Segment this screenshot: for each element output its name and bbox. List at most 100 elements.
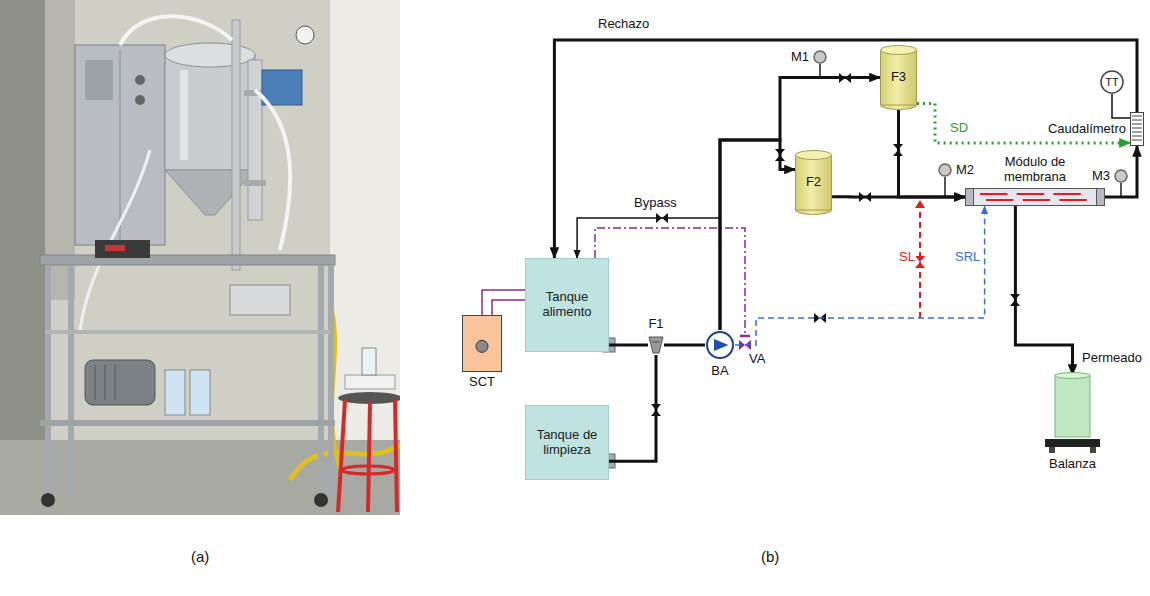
lab-photo: [45, 330, 330, 334]
cleaning-tank: Tanque de limpieza: [525, 405, 609, 480]
node-label: Balanza: [1049, 457, 1096, 472]
pipe-connector: [720, 140, 795, 330]
meter-symbol: [1132, 116, 1142, 117]
gauge-symbol: [1114, 169, 1128, 183]
meter-symbol: [1132, 136, 1142, 137]
lab-photo: [115, 365, 116, 400]
lab-photo: [190, 370, 210, 415]
flow-label: Rechazo: [596, 17, 651, 32]
module-symbol: [1097, 189, 1105, 206]
lab-photo: [165, 370, 185, 415]
gauge-stem: [819, 64, 821, 78]
node-label: SCT: [469, 375, 495, 390]
cyl-symbol: [796, 155, 832, 210]
gauge-symbol: [939, 164, 951, 176]
feed-tank: Tanque alimento: [525, 258, 609, 352]
flow-label: Permeado: [1080, 351, 1144, 366]
lab-photo: [165, 170, 255, 215]
lab-photo: [0, 0, 45, 440]
meter-symbol: [1132, 132, 1142, 133]
node-label: F2: [804, 175, 823, 190]
module-symbol: [1017, 193, 1044, 195]
lab-photo: [180, 70, 188, 160]
cyl-symbol: [796, 210, 832, 215]
lab-photo: [41, 493, 55, 507]
sct-symbol: [462, 315, 502, 372]
flow-label: SD: [948, 121, 970, 136]
membrane-module: Módulo de membrana: [965, 188, 1105, 206]
lab-photo: [95, 240, 150, 258]
filter: F1: [648, 335, 664, 355]
line-name: SL: [898, 250, 916, 265]
pipe-connector: [482, 290, 525, 315]
meter-symbol: [1132, 140, 1142, 141]
lab-photo: [368, 402, 370, 512]
lab-photo: [105, 245, 125, 251]
node-label: M3: [1092, 169, 1110, 184]
cleaning-line: [915, 200, 925, 318]
pressure-gauge: M3: [1114, 169, 1128, 183]
pump-symbol: [714, 339, 728, 351]
actuated-valve: [740, 335, 750, 338]
cyl-symbol: [881, 46, 917, 55]
pipe-connector: [554, 40, 1137, 258]
cyl-symbol: [881, 105, 917, 110]
pipe-connector: [735, 206, 985, 345]
flow-label: Bypass: [632, 196, 679, 211]
pipe-connector: [1112, 94, 1130, 118]
cartridge-filter: F3: [880, 45, 917, 110]
lab-photo: [255, 90, 290, 250]
pipe-connector: [664, 344, 705, 347]
flowmeter: Caudalímetro: [1130, 112, 1144, 146]
lab-photo: [318, 265, 324, 495]
node-label: M1: [791, 50, 809, 65]
lab-photo: [296, 26, 314, 44]
lab-photo: [328, 265, 334, 495]
lab-photo: [95, 365, 96, 400]
balance: Balanza: [1045, 375, 1100, 453]
lab-photo: [232, 20, 240, 270]
lab-photo: [80, 150, 150, 330]
meter-symbol: [1130, 112, 1144, 146]
lab-photo: [290, 445, 400, 480]
lab-photo: [165, 55, 255, 170]
lab-photo: [345, 375, 395, 389]
lab-photo: [40, 420, 335, 426]
temperature-transmitter: TT: [1100, 70, 1124, 94]
lab-photo: [0, 0, 400, 515]
lab-photo: [120, 50, 121, 240]
module-symbol: [986, 199, 1014, 201]
module-symbol: [1053, 193, 1081, 195]
cyl-symbol: [916, 50, 917, 105]
lab-photo: [330, 0, 400, 440]
control-wire: [595, 228, 745, 336]
scale-symbol: [1090, 447, 1096, 453]
node-label: TT: [1103, 76, 1120, 89]
scale-symbol: [1049, 447, 1055, 453]
lab-photo: [262, 70, 302, 105]
lab-photo: [45, 265, 51, 495]
node-label: BA: [711, 364, 728, 379]
lab-photo: [244, 180, 266, 186]
lab-photo: [314, 493, 328, 507]
cyl-symbol: [795, 155, 796, 210]
gauge-stem: [944, 177, 946, 197]
lab-photo: [338, 400, 345, 512]
pressure-gauge: M1: [813, 50, 827, 64]
meter-symbol: [1132, 128, 1142, 129]
module-symbol: [980, 193, 1008, 195]
cleaning-line: [915, 200, 925, 208]
flow-label: SRL: [953, 250, 982, 265]
lab-photo: [68, 265, 74, 495]
lab-photo: [135, 95, 145, 105]
cartridge-filter: F2: [795, 150, 832, 215]
scale-symbol: [1055, 375, 1090, 437]
module-symbol: [966, 189, 974, 206]
meter-symbol: [1132, 124, 1142, 125]
meter-symbol: [1131, 113, 1144, 146]
lab-photo: [165, 43, 255, 67]
lab-photo: [120, 16, 232, 45]
lab-photo: [395, 400, 397, 512]
lab-photo: [85, 60, 113, 100]
actuated-valve: [739, 336, 751, 350]
